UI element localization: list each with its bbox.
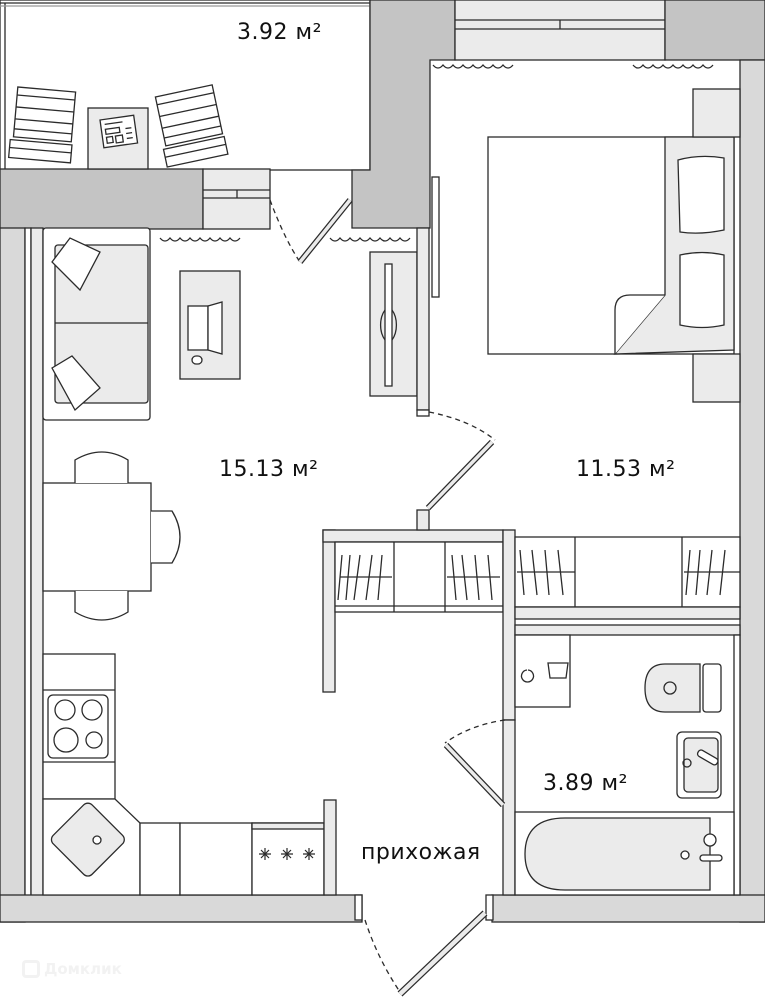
kitchen-counter	[42, 653, 337, 896]
bedroom-wardrobe	[514, 536, 741, 636]
curtain-icon	[632, 63, 714, 69]
tv-stand-icon	[369, 251, 418, 397]
watermark: Домклик	[22, 960, 122, 978]
deck-chair-icon	[7, 86, 77, 164]
washing-machine-icon	[514, 634, 571, 708]
curtain-icon	[159, 236, 241, 242]
nightstand-icon	[692, 88, 741, 138]
washbasin-icon	[676, 731, 722, 799]
hallway-wardrobe	[322, 509, 504, 693]
cooktop-icon	[47, 694, 109, 759]
balcony-area	[0, 0, 456, 264]
bedroom-area-label: 11.53 м²	[576, 457, 676, 482]
balcony-area-label: 3.92 м²	[237, 20, 322, 45]
domclick-logo-icon	[22, 960, 40, 978]
entrance-door	[397, 910, 488, 997]
bathroom-door	[443, 742, 506, 808]
curtain-icon	[432, 63, 514, 69]
curtain-icon	[329, 236, 411, 242]
laptop-icon	[187, 305, 209, 351]
dining-table-icon	[42, 451, 181, 621]
watermark-text: Домклик	[44, 960, 122, 978]
cooktop-burners-icon	[259, 848, 315, 860]
bed-icon	[487, 136, 735, 355]
hallway-label: прихожая	[361, 840, 481, 865]
sofa-icon	[42, 227, 151, 421]
deck-chair-icon	[154, 84, 229, 168]
bathroom-area-label: 3.89 м²	[543, 771, 628, 796]
window-top	[454, 0, 666, 61]
dishwasher-icon	[251, 822, 325, 896]
balcony-door	[297, 198, 353, 264]
living-room-area-label: 15.13 м²	[219, 457, 319, 482]
newspaper-icon	[99, 114, 139, 149]
bedroom-door	[425, 439, 495, 511]
bathtub-icon	[514, 811, 735, 896]
nightstand-icon	[692, 353, 741, 403]
sink-icon	[50, 802, 125, 877]
toilet-icon	[644, 663, 722, 713]
wall-mirror	[431, 176, 440, 298]
desk-with-laptop	[179, 270, 241, 380]
